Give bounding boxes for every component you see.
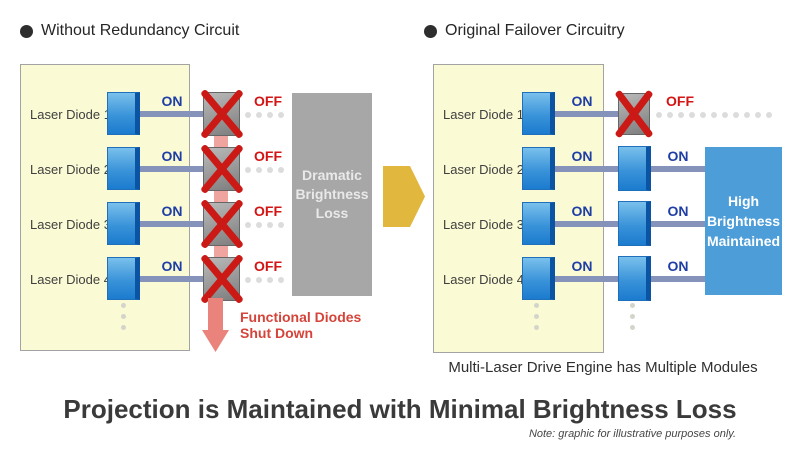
on-status-label: ON <box>667 148 689 164</box>
off-status-label: OFF <box>254 258 282 274</box>
laser-diode-label: Laser Diode 2 <box>443 161 524 177</box>
laser-diode-label: Laser Diode 3 <box>443 216 524 232</box>
laser-diode-label: Laser Diode 3 <box>30 216 111 232</box>
off-status-label: OFF <box>254 148 282 164</box>
left-diode-row: Laser Diode 3 ON OFF <box>0 197 800 251</box>
signal-dots-icon <box>245 112 284 118</box>
on-status-label: ON <box>571 148 593 164</box>
failed-diode-x-icon <box>199 143 244 195</box>
wire <box>651 221 705 227</box>
transition-arrow-icon <box>383 166 425 227</box>
laser-diode-label: Laser Diode 4 <box>30 271 111 287</box>
laser-diode-module <box>522 257 555 300</box>
failed-diode-x-icon <box>199 198 244 250</box>
wire <box>140 276 203 282</box>
off-status-label: OFF <box>666 93 694 109</box>
loss-box-line: Dramatic <box>302 167 362 183</box>
laser-diode-label: Laser Diode 1 <box>30 106 111 122</box>
backup-diode-module <box>618 146 651 191</box>
wire <box>555 111 618 117</box>
off-status-label: OFF <box>254 203 282 219</box>
laser-diode-label: Laser Diode 4 <box>443 271 524 287</box>
on-status-label: ON <box>161 93 183 109</box>
backup-diode-module <box>618 256 651 301</box>
failed-diode-x-icon <box>199 88 244 140</box>
brightness-maintained-box: High Brightness Maintained <box>705 147 782 295</box>
signal-dots-icon <box>245 167 284 173</box>
failed-diode-x-icon <box>614 89 654 139</box>
signal-dots-icon <box>245 277 284 283</box>
off-status-label: OFF <box>254 93 282 109</box>
laser-diode-module <box>107 257 140 300</box>
maintain-box-line: High <box>727 193 760 209</box>
laser-diode-module <box>107 147 140 190</box>
signal-dots-icon <box>245 222 284 228</box>
on-status-label: ON <box>571 203 593 219</box>
on-status-label: ON <box>161 148 183 164</box>
right-diode-row: Laser Diode 2 ON ON <box>0 142 800 196</box>
wire <box>555 276 618 282</box>
wire <box>555 166 618 172</box>
laser-diode-module <box>107 202 140 245</box>
wire <box>651 166 705 172</box>
laser-diode-label: Laser Diode 2 <box>30 161 111 177</box>
on-status-label: ON <box>161 203 183 219</box>
bullet-icon <box>20 24 33 38</box>
left-section-header: Without Redundancy Circuit <box>20 22 239 40</box>
loss-box-line: Loss <box>315 205 349 221</box>
right-diode-row: Laser Diode 4 ON ON <box>0 252 800 306</box>
wire <box>140 221 203 227</box>
maintain-box-line: Maintained <box>706 233 781 249</box>
continuation-dots-icon <box>630 303 635 330</box>
shutdown-label-line: Functional Diodes <box>240 309 362 325</box>
page-title: Projection is Maintained with Minimal Br… <box>63 394 737 424</box>
left-diode-row: Laser Diode 1 ON OFF <box>0 87 800 141</box>
signal-dots-icon <box>656 112 772 118</box>
left-section-title: Without Redundancy Circuit <box>41 22 240 39</box>
right-section-title: Original Failover Circuitry <box>445 22 625 39</box>
wire <box>140 111 203 117</box>
wire <box>651 276 705 282</box>
laser-diode-module <box>522 147 555 190</box>
on-status-label: ON <box>667 203 689 219</box>
right-diode-row: Laser Diode 1 ON OFF <box>0 87 800 141</box>
footnote: Note: graphic for illustrative purposes … <box>528 428 736 440</box>
wire <box>140 166 203 172</box>
on-status-label: ON <box>161 258 183 274</box>
brightness-loss-box: Dramatic Brightness Loss <box>292 93 372 296</box>
laser-diode-module <box>522 92 555 135</box>
shutdown-label: Functional Diodes Shut Down <box>240 309 361 341</box>
on-status-label: ON <box>571 258 593 274</box>
right-section-header: Original Failover Circuitry <box>424 22 625 40</box>
left-diode-row: Laser Diode 2 ON OFF <box>0 142 800 196</box>
right-section-caption: Multi-Laser Drive Engine has Multiple Mo… <box>448 359 758 376</box>
wire <box>555 221 618 227</box>
on-status-label: ON <box>571 93 593 109</box>
right-diode-row: Laser Diode 3 ON ON <box>0 197 800 251</box>
shutdown-label-line: Shut Down <box>240 325 314 341</box>
on-status-label: ON <box>667 258 689 274</box>
laser-diode-module <box>522 202 555 245</box>
laser-diode-module <box>107 92 140 135</box>
shutdown-arrow-icon <box>202 298 229 352</box>
bullet-icon <box>424 24 437 38</box>
backup-diode-module <box>618 201 651 246</box>
laser-diode-label: Laser Diode 1 <box>443 106 524 122</box>
continuation-dots-icon <box>121 303 126 330</box>
loss-box-line: Brightness <box>295 186 369 202</box>
maintain-box-line: Brightness <box>706 213 781 229</box>
continuation-dots-icon <box>534 303 539 330</box>
